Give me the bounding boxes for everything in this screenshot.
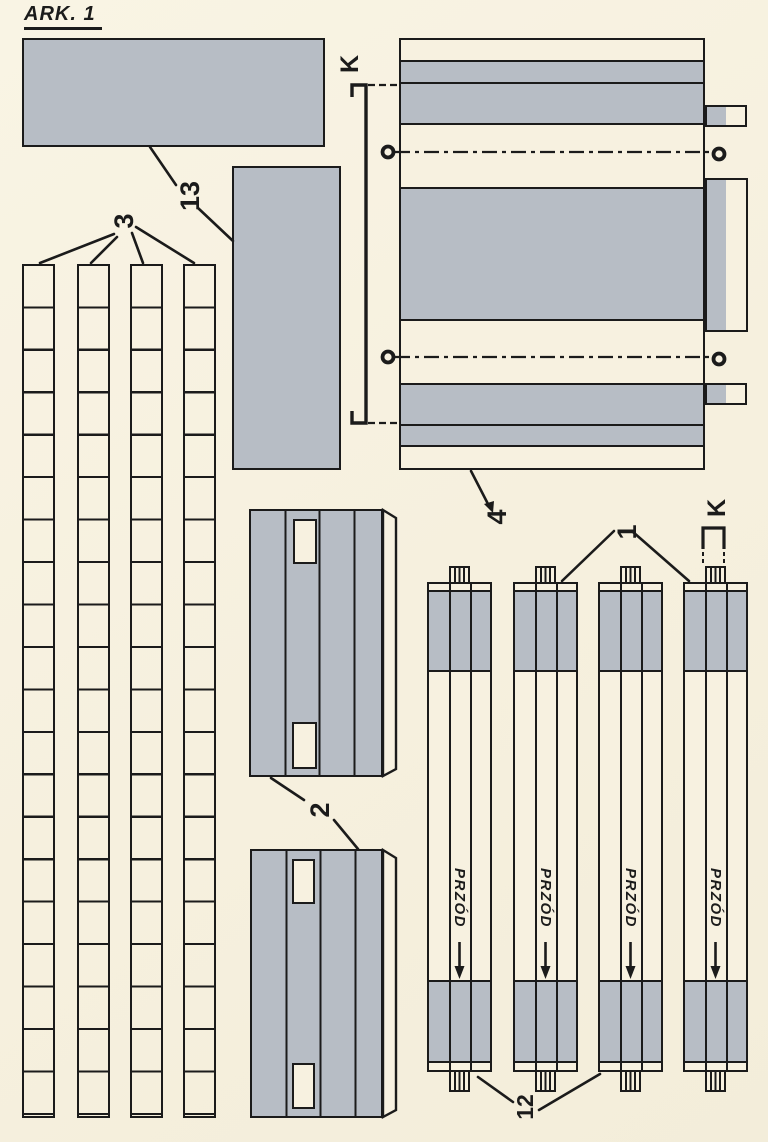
part-1-label: 1 — [611, 524, 642, 540]
part-12-tab — [620, 566, 641, 584]
fold-line — [555, 584, 558, 1070]
fold-line — [534, 584, 537, 1070]
part-2-block-lower — [250, 849, 383, 1118]
eyelet-icon — [711, 351, 727, 367]
eyelet-icon — [380, 349, 396, 365]
part-1-gray-band — [429, 979, 490, 1063]
sheet-title: ARK. 1 — [24, 3, 102, 30]
front-arrow-icon — [458, 942, 717, 968]
section-k-label-left: K — [335, 54, 364, 74]
part-1-gray-band — [515, 589, 576, 672]
front-arrowheads — [454, 966, 721, 979]
fold-line — [469, 584, 472, 1070]
eyelet-icon — [711, 146, 727, 162]
part-1-gray-band — [429, 589, 490, 672]
part-2-slot — [293, 519, 317, 564]
part-4-band-3 — [401, 382, 703, 426]
fold-line — [640, 584, 643, 1070]
part-1-gray-band — [515, 979, 576, 1063]
part-2-label: 2 — [304, 802, 335, 818]
part-13-label: 13 — [174, 180, 205, 212]
part-1-strip-4 — [683, 582, 748, 1072]
part-13-panel-large — [22, 38, 325, 147]
part-3-strip-3 — [130, 264, 163, 1118]
part-4-band-4 — [401, 425, 703, 447]
part-3-strip-4 — [183, 264, 216, 1118]
part-1-gray-band — [685, 979, 746, 1063]
part-4-band-center — [401, 186, 703, 321]
part-3-strip-2 — [77, 264, 110, 1118]
part-2-slot — [292, 1063, 315, 1109]
section-k-bracket-left — [350, 83, 397, 425]
part-4-body — [399, 38, 705, 470]
part-3-label: 3 — [108, 213, 139, 229]
eyelet-icon — [380, 144, 396, 160]
part-12-tab — [705, 566, 726, 584]
section-k-label-right: K — [702, 498, 731, 518]
part-1-gray-band — [685, 589, 746, 672]
part-13-panel-small — [232, 166, 341, 470]
part-12-tab — [449, 566, 470, 584]
part-12-tab — [620, 1070, 641, 1092]
part-4-band-1 — [401, 59, 703, 84]
front-label: PRZÓD — [707, 868, 724, 928]
fold-line — [704, 584, 707, 1070]
front-label: PRZÓD — [451, 868, 468, 928]
part-12-label: 12 — [511, 1094, 538, 1120]
part-4-tab-bottom — [705, 383, 747, 405]
part-4-band-2 — [401, 83, 703, 125]
part-2-slot — [292, 722, 317, 769]
part-12-tab — [449, 1070, 470, 1092]
part-12-tab — [535, 566, 556, 584]
part-3-strip-1 — [22, 264, 55, 1118]
part-4-tab-top — [705, 105, 747, 127]
part-1-strip-1 — [427, 582, 492, 1072]
front-label: PRZÓD — [622, 868, 639, 928]
part-2-side-face — [381, 507, 398, 779]
part-1-strip-3 — [598, 582, 663, 1072]
part-2-side-face — [381, 847, 398, 1120]
front-label: PRZÓD — [537, 868, 554, 928]
part-12-tab — [705, 1070, 726, 1092]
part-4-label: 4 — [481, 509, 512, 525]
part-2-slot — [292, 859, 315, 904]
section-k-bracket-right — [701, 526, 726, 565]
fold-line — [448, 584, 451, 1070]
fold-line — [725, 584, 728, 1070]
part-1-gray-band — [600, 589, 661, 672]
part-1-gray-band — [600, 979, 661, 1063]
part-4-tab-middle — [705, 178, 748, 332]
fold-line — [619, 584, 622, 1070]
part-1-strip-2 — [513, 582, 578, 1072]
part-2-block-upper — [249, 509, 383, 777]
